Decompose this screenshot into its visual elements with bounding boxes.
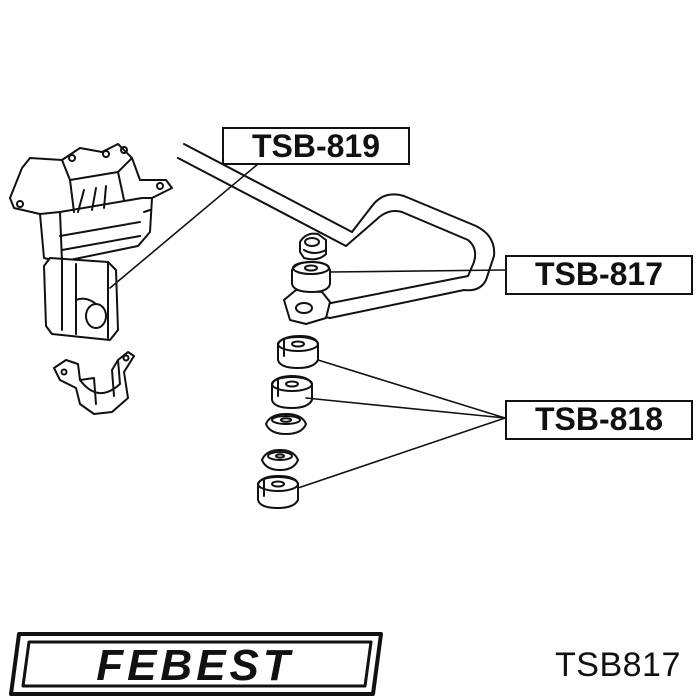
bushing-817-lower-icon <box>291 261 331 293</box>
end-link-icon <box>283 289 331 325</box>
callout-tsb-819: TSB-819 <box>222 127 410 165</box>
leader-lines <box>109 163 506 489</box>
callout-tsb-817: TSB-817 <box>505 255 693 295</box>
washer-818-icon <box>265 413 307 435</box>
bushing-818-a-icon <box>277 335 319 369</box>
bushing-818-b-icon <box>271 375 313 409</box>
callout-tsb-818: TSB-818 <box>505 400 693 440</box>
stabilizer-bar-icon <box>177 143 496 319</box>
bushing-818-c-icon <box>257 475 299 509</box>
bracket-clamp-icon <box>53 351 135 415</box>
part-number: TSB817 <box>555 646 681 684</box>
washer-818-small-icon <box>261 449 299 471</box>
febest-logo: FEBEST <box>9 632 383 696</box>
bushing-819-icon <box>43 257 119 341</box>
logo-text: FEBEST <box>96 641 294 690</box>
bushing-817-upper-icon <box>299 232 327 261</box>
mounting-bracket-icon <box>9 143 173 263</box>
